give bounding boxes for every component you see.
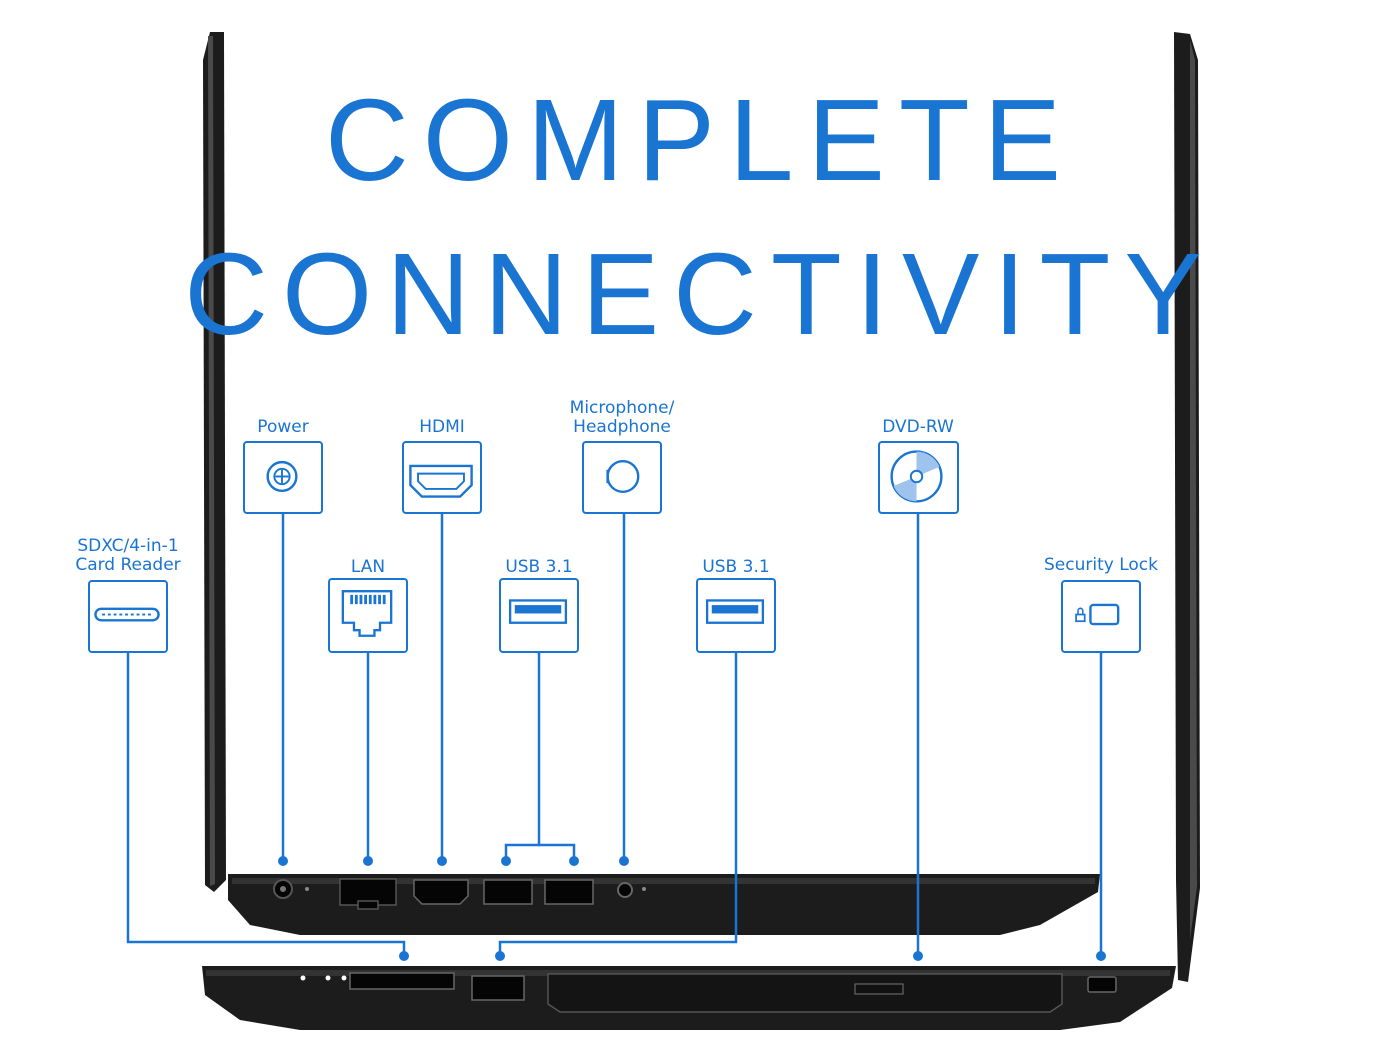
callout-dot-dvd: [913, 951, 923, 961]
power-jack-icon: [266, 460, 298, 493]
physical-usb-port-1: [483, 879, 533, 905]
port-box-lock: [1061, 580, 1141, 653]
physical-card-reader: [349, 972, 455, 990]
callout-dot-usb-2: [569, 856, 579, 866]
port-label-usb-left: USB 3.1: [505, 557, 573, 577]
card-slot-icon: [94, 607, 160, 622]
laptop-lid-left: [203, 32, 226, 892]
headline-line-1: COMPLETE: [324, 75, 1076, 205]
callout-dot-power: [278, 856, 288, 866]
callout-line-usb-pair: [504, 653, 541, 860]
physical-status-leds: [300, 975, 347, 981]
port-label-lan: LAN: [350, 557, 386, 577]
physical-usb-port-3: [471, 975, 525, 1001]
callout-dot-hdmi: [437, 856, 447, 866]
port-box-usb-right: [696, 578, 776, 653]
port-label-hdmi: HDMI: [419, 417, 465, 437]
callout-dot-lock: [1096, 951, 1106, 961]
callout-dot-card: [399, 951, 409, 961]
physical-power-jack: [273, 879, 309, 899]
physical-hdmi-port: [413, 879, 469, 905]
port-box-power: [243, 441, 323, 514]
physical-usb-port-2: [544, 879, 594, 905]
ethernet-port-icon: [341, 589, 393, 637]
physical-lock-slot: [1087, 976, 1117, 993]
port-label-lock: Security Lock: [1044, 555, 1158, 575]
physical-lan-port: [339, 878, 397, 910]
callout-line-sd: [126, 653, 406, 955]
usb-port-icon: [705, 599, 765, 624]
port-box-audio: [582, 441, 662, 514]
callout-dot-usb-3: [495, 951, 505, 961]
callout-dot-audio: [619, 856, 629, 866]
port-label-sd: SDXC/4-in-1 Card Reader: [75, 536, 181, 575]
laptop-lid-right: [1174, 32, 1200, 982]
physical-audio-jack: [617, 882, 646, 898]
audio-jack-icon: [606, 459, 640, 493]
callout-line-usb-pair-b: [539, 843, 576, 860]
lock-slot-icon: [1075, 603, 1120, 626]
port-label-dvd: DVD-RW: [882, 417, 954, 437]
hdmi-port-icon: [409, 464, 473, 498]
port-box-hdmi: [402, 441, 482, 514]
physical-dvd-drive: [547, 973, 1063, 1013]
port-label-audio: Microphone/ Headphone: [569, 398, 675, 437]
port-box-lan: [328, 578, 408, 653]
callout-dot-lan: [363, 856, 373, 866]
port-box-dvd: [878, 441, 959, 514]
port-box-usb-left: [499, 578, 579, 653]
headline-line-2: CONNECTIVITY: [184, 229, 1216, 359]
port-label-usb-right: USB 3.1: [702, 557, 770, 577]
disc-icon: [890, 450, 943, 503]
callout-dot-usb-1: [501, 856, 511, 866]
port-box-sd: [88, 580, 168, 653]
port-label-power: Power: [257, 417, 309, 437]
usb-port-icon: [508, 599, 568, 624]
callout-line-usb-right: [498, 653, 738, 955]
